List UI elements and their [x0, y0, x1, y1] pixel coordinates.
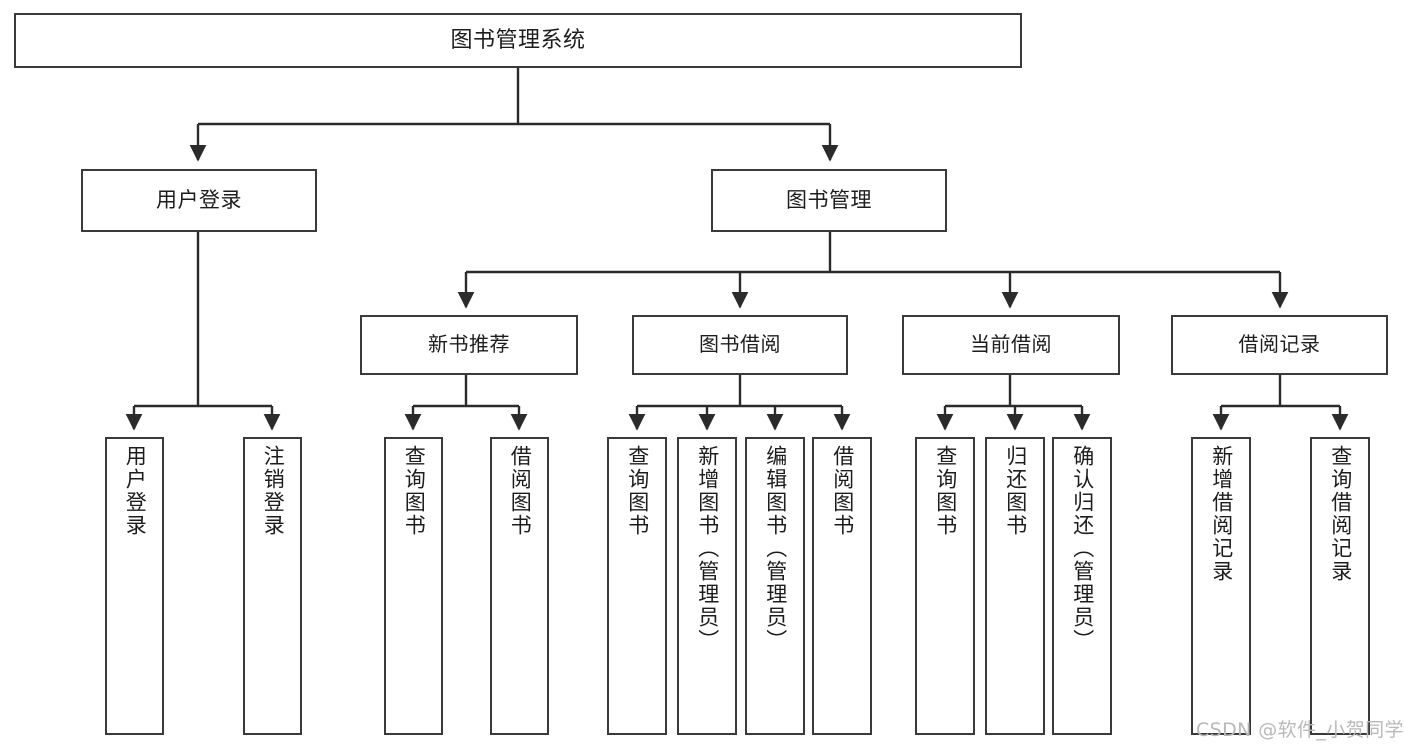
node-label: 新增图书（管理员）	[695, 445, 720, 652]
node-label: 当前借阅	[970, 332, 1052, 357]
leaf-current-return-book[interactable]: 归还图书	[985, 437, 1045, 735]
node-label: 图书管理	[786, 188, 872, 213]
node-label: 归还图书	[1003, 445, 1028, 537]
node-user-login[interactable]: 用户登录	[81, 169, 317, 232]
node-label: 用户登录	[123, 445, 148, 537]
node-label: 借阅记录	[1238, 332, 1321, 357]
node-book-borrowing[interactable]: 图书借阅	[632, 315, 848, 375]
leaf-record-add-borrow-record[interactable]: 新增借阅记录	[1191, 437, 1251, 735]
node-label: 借阅图书	[508, 445, 533, 537]
node-label: 借阅图书	[830, 445, 855, 537]
node-label: 用户登录	[156, 188, 242, 213]
leaf-borrow-add-book-admin[interactable]: 新增图书（管理员）	[677, 437, 737, 735]
node-label: 查询图书	[402, 445, 427, 537]
leaf-user-login-login[interactable]: 用户登录	[105, 437, 164, 735]
node-label: 确认归还（管理员）	[1070, 445, 1095, 652]
node-label: 查询借阅记录	[1328, 445, 1353, 583]
leaf-borrow-edit-book-admin[interactable]: 编辑图书（管理员）	[745, 437, 805, 735]
node-label: 图书借阅	[699, 332, 781, 357]
leaf-current-query-book[interactable]: 查询图书	[915, 437, 975, 735]
csdn-watermark: CSDN @软件_小贺同学	[1196, 719, 1404, 741]
node-new-book-recommendation[interactable]: 新书推荐	[360, 315, 578, 375]
node-root-book-management-system[interactable]: 图书管理系统	[14, 13, 1022, 68]
node-label: 编辑图书（管理员）	[763, 445, 788, 652]
leaf-user-login-logout[interactable]: 注销登录	[243, 437, 302, 735]
node-current-borrowing[interactable]: 当前借阅	[902, 315, 1120, 375]
node-borrowing-record[interactable]: 借阅记录	[1171, 315, 1388, 375]
node-label: 新增借阅记录	[1209, 445, 1234, 583]
node-label: 图书管理系统	[450, 27, 586, 53]
leaf-borrow-borrow-book[interactable]: 借阅图书	[812, 437, 872, 735]
leaf-record-query-borrow-record[interactable]: 查询借阅记录	[1310, 437, 1370, 735]
leaf-new-book-borrow-book[interactable]: 借阅图书	[490, 437, 549, 735]
leaf-borrow-query-book[interactable]: 查询图书	[607, 437, 667, 735]
node-book-management[interactable]: 图书管理	[711, 169, 947, 232]
leaf-current-confirm-return-admin[interactable]: 确认归还（管理员）	[1052, 437, 1112, 735]
node-label: 注销登录	[261, 445, 286, 537]
node-label: 新书推荐	[428, 332, 510, 357]
leaf-new-book-query-book[interactable]: 查询图书	[384, 437, 443, 735]
node-label: 查询图书	[933, 445, 958, 537]
node-label: 查询图书	[625, 445, 650, 537]
